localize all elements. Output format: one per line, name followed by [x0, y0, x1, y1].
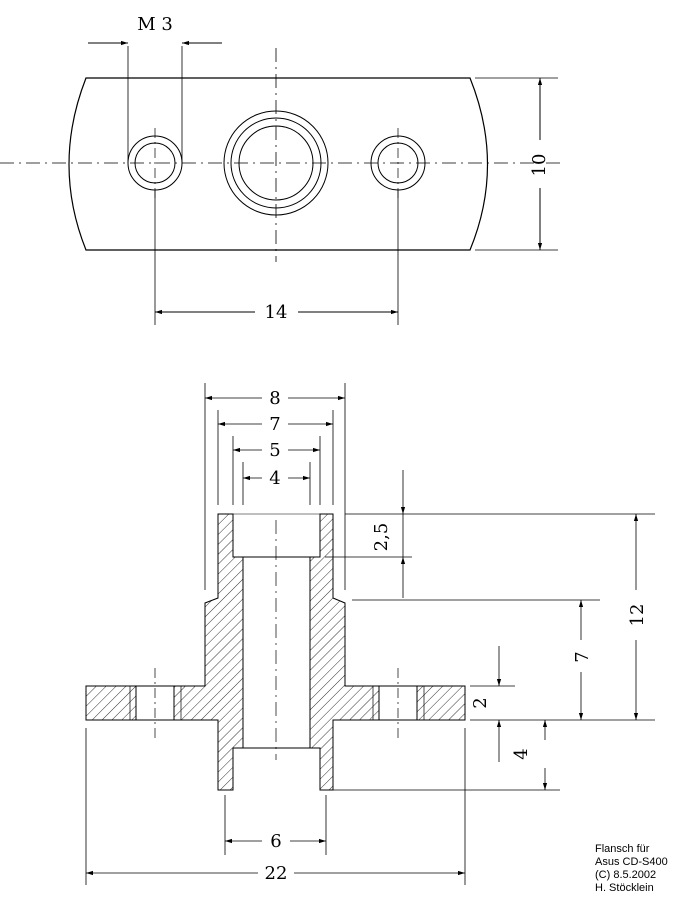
- section-left-body: [85, 513, 244, 791]
- title-note-line4: H. Stöcklein: [595, 882, 654, 894]
- thread-label: M 3: [137, 14, 173, 35]
- dim-2-label: 2: [470, 697, 491, 708]
- dim-7-top-label: 7: [269, 414, 280, 435]
- title-note-line1: Flansch für: [595, 843, 650, 855]
- dim-7-right-label: 7: [572, 651, 593, 662]
- hole-spacing-label: 14: [265, 302, 288, 323]
- thread-dimension: [88, 40, 222, 163]
- title-note-line3: (C) 8.5.2002: [595, 869, 657, 881]
- dim-5-label: 5: [269, 440, 280, 461]
- dim-8-label: 8: [269, 388, 280, 409]
- flange-outline: [68, 77, 489, 251]
- section-right-body: [309, 513, 466, 791]
- dim-4-bottom-label: 4: [511, 748, 532, 759]
- dim-22-label: 22: [265, 863, 288, 884]
- hole-spacing-dimension: [154, 190, 399, 325]
- dim-6-label: 6: [270, 831, 281, 852]
- title-note-line2: Asus CD-S400: [595, 856, 668, 868]
- width-dimension: [475, 77, 558, 251]
- dim-12-label: 12: [627, 604, 648, 627]
- center-bore: [223, 110, 329, 216]
- section-view: [85, 513, 466, 791]
- dim-4-label: 4: [269, 468, 280, 489]
- dim-2-5-label: 2,5: [371, 523, 392, 552]
- section-dimensions: [85, 383, 655, 885]
- width-dim-label: 10: [529, 154, 550, 177]
- top-view: [0, 40, 560, 325]
- title-note: Flansch für Asus CD-S400 (C) 8.5.2002 H.…: [595, 843, 668, 895]
